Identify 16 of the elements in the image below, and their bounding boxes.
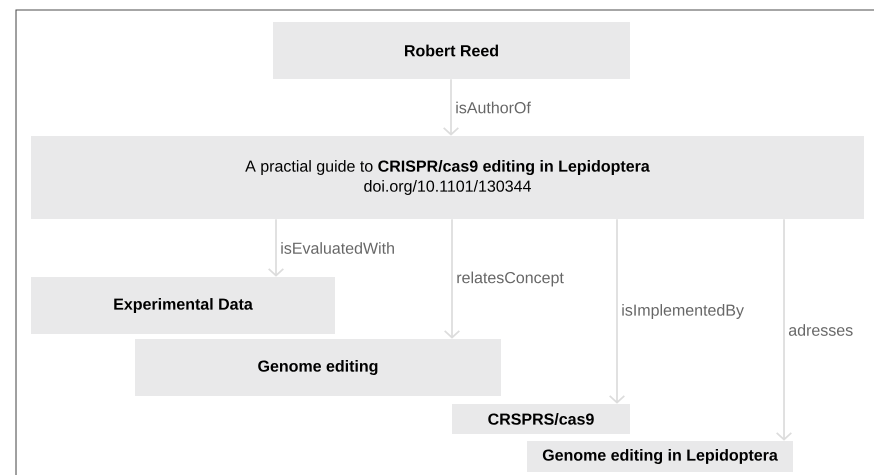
record-box: Genome editing bbox=[135, 339, 501, 396]
arrow bbox=[444, 219, 460, 339]
record-box: Experimental Data bbox=[31, 277, 335, 334]
edge-label: isEvaluatedWith bbox=[281, 242, 394, 254]
record-box: Genome editing in Lepidoptera bbox=[527, 441, 793, 472]
edge-label: isAuthorOf bbox=[456, 102, 531, 114]
edge-label: relatesConcept bbox=[457, 272, 564, 286]
edge-label: isImplementedBy bbox=[622, 304, 744, 319]
arrow bbox=[443, 79, 459, 136]
record-box: CRSPRS/cas9 bbox=[452, 404, 630, 434]
edge-label: adresses bbox=[788, 324, 853, 336]
arrow bbox=[609, 219, 625, 404]
arrow bbox=[268, 219, 284, 277]
record-box: Robert Reed bbox=[273, 22, 630, 79]
arrow bbox=[776, 219, 792, 441]
record-box: A practial guide to CRISPR/cas9 editing in Lepidoptera doi.org/10.1101/130344 bbox=[31, 136, 864, 219]
